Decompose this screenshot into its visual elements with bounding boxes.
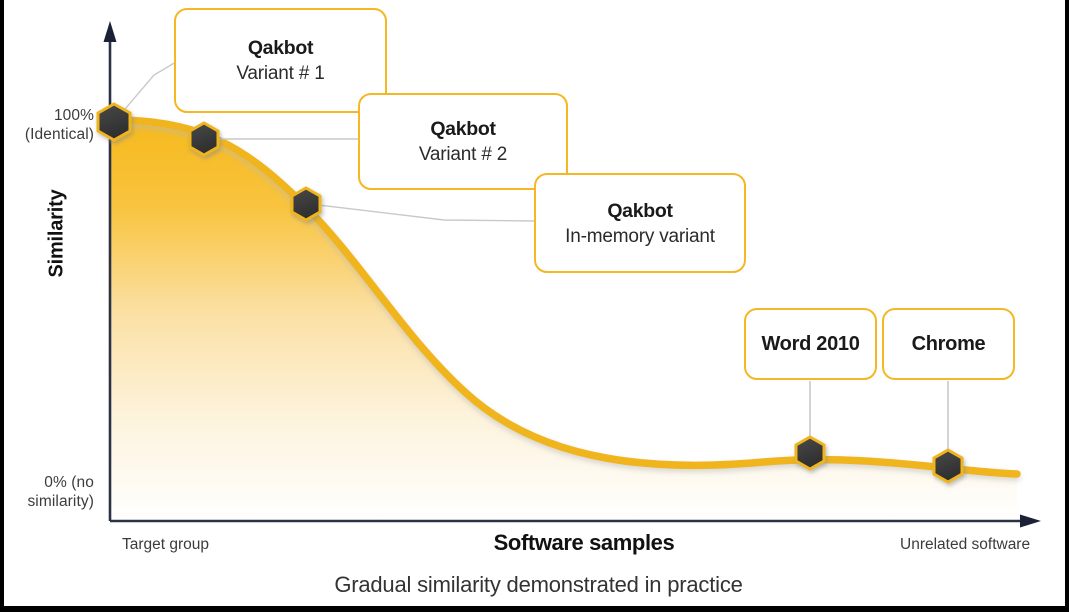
callout-title: Word 2010 xyxy=(761,333,860,355)
leader-line-0 xyxy=(113,61,177,123)
figure-caption: Gradual similarity demonstrated in pract… xyxy=(334,572,743,597)
data-point-marker-0 xyxy=(96,102,132,142)
x-axis-end-label: Unrelated software xyxy=(900,536,1031,553)
callout-qakbot-in-memory-variant[interactable]: Qakbot In-memory variant xyxy=(534,173,746,273)
callout-word-2010[interactable]: Word 2010 xyxy=(744,308,877,380)
y-axis-arrow xyxy=(103,21,117,42)
y-axis-title: Similarity xyxy=(45,189,68,278)
callout-subtitle: Variant # 1 xyxy=(236,63,325,84)
area-fill xyxy=(110,120,1017,521)
x-axis-start-label: Target group xyxy=(122,536,210,553)
similarity-curve xyxy=(106,116,1021,478)
data-point-marker-1 xyxy=(188,121,220,157)
callout-title: Qakbot xyxy=(430,118,496,140)
data-point-marker-4 xyxy=(932,448,964,484)
data-point-marker-2 xyxy=(290,186,322,222)
callout-subtitle: Variant # 2 xyxy=(418,144,508,165)
y-axis-tick-top: 100% (Identical) xyxy=(24,107,94,143)
callout-qakbot-variant-2[interactable]: Qakbot Variant # 2 xyxy=(358,93,568,190)
data-point-marker-3 xyxy=(794,435,826,471)
x-axis-arrow xyxy=(1020,514,1041,528)
callout-title: Qakbot xyxy=(607,199,673,222)
y-axis-tick-bottom: 0% (no similarity) xyxy=(27,474,94,510)
callout-chrome[interactable]: Chrome xyxy=(882,308,1015,380)
callout-qakbot-variant-1[interactable]: Qakbot Variant # 1 xyxy=(174,8,387,113)
callout-title: Chrome xyxy=(911,333,986,355)
callout-title: Qakbot xyxy=(247,37,314,59)
similarity-chart xyxy=(96,21,1041,528)
x-axis-title: Software samples xyxy=(493,530,675,555)
callout-subtitle: In-memory variant xyxy=(565,225,715,247)
leader-line-2 xyxy=(309,203,537,222)
